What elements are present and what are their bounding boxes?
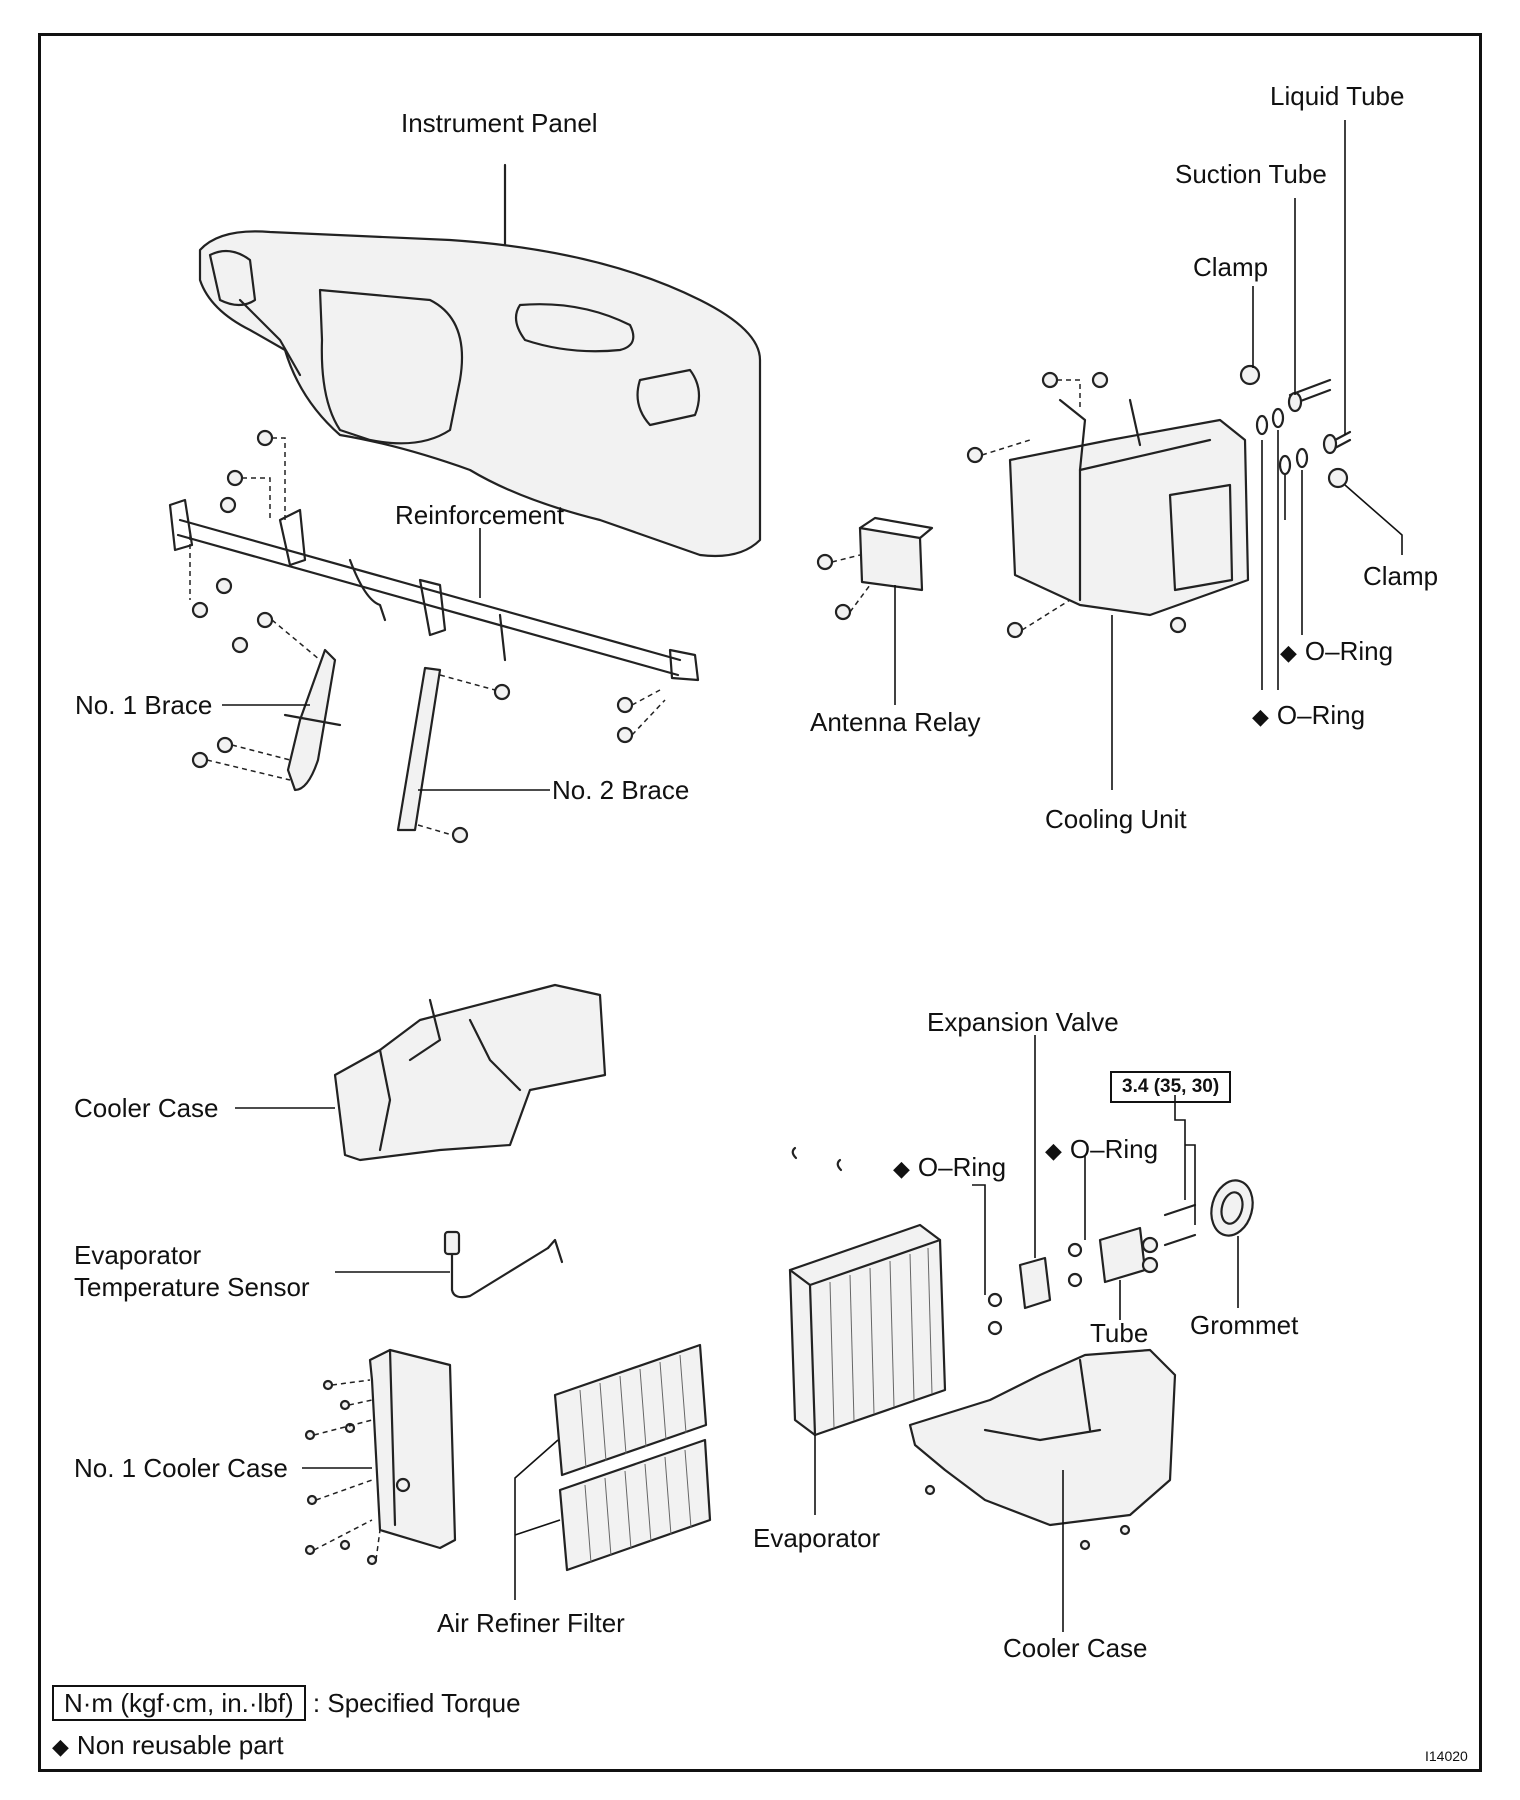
label-antenna-relay: Antenna Relay [810, 707, 981, 737]
label-no2-brace: No. 2 Brace [552, 775, 690, 805]
torque-spec-box: 3.4 (35, 30) [1110, 1071, 1232, 1103]
non-reusable-diamond-icon: ◆ [52, 1734, 69, 1759]
tube-drawing [1098, 1095, 1197, 1320]
legend-torque-desc: : Specified Torque [312, 1688, 521, 1718]
label-cooler-case-upper: Cooler Case [74, 1093, 219, 1123]
instrument-panel-drawing [198, 163, 762, 558]
o-ring-c-text: O–Ring [917, 1152, 1007, 1182]
legend-non-reusable-desc: Non reusable part [76, 1730, 284, 1760]
cooler-case-upper-drawing [235, 983, 607, 1162]
label-expansion-valve: Expansion Valve [927, 1007, 1119, 1037]
evaporator-drawing [788, 1223, 947, 1515]
o-ring-d-text: O–Ring [1069, 1134, 1159, 1164]
no1-cooler-case-drawing [302, 1348, 457, 1566]
label-o-ring-b: ◆ O–Ring [1252, 700, 1365, 732]
legend-torque: N·m (kgf·cm, in.·lbf) : Specified Torque [52, 1685, 521, 1721]
label-liquid-tube: Liquid Tube [1270, 81, 1405, 111]
no2-brace-drawing [396, 666, 550, 844]
legend-non-reusable: ◆ Non reusable part [52, 1730, 284, 1762]
label-evaporator: Evaporator [753, 1523, 881, 1553]
label-tube: Tube [1090, 1318, 1149, 1348]
label-reinforcement: Reinforcement [395, 500, 565, 530]
label-air-refiner-filter: Air Refiner Filter [437, 1608, 625, 1638]
label-suction-tube: Suction Tube [1175, 159, 1327, 189]
label-instrument-panel: Instrument Panel [401, 108, 598, 138]
label-o-ring-a: ◆ O–Ring [1280, 636, 1393, 668]
non-reusable-diamond-icon: ◆ [1280, 640, 1297, 665]
non-reusable-diamond-icon: ◆ [1252, 704, 1269, 729]
o-ring-a-text: O–Ring [1304, 636, 1394, 666]
label-evap-sensor-line2: Temperature Sensor [74, 1272, 310, 1302]
figure-code: I14020 [1425, 1748, 1468, 1764]
label-clamp-lower: Clamp [1363, 561, 1439, 591]
label-clamp-upper: Clamp [1193, 252, 1269, 282]
non-reusable-diamond-icon: ◆ [893, 1156, 910, 1181]
cooling-unit-drawing [966, 120, 1403, 790]
reinforcement-drawing [168, 429, 700, 744]
label-grommet: Grommet [1190, 1310, 1299, 1340]
o-ring-b-text: O–Ring [1276, 700, 1366, 730]
air-refiner-filter-drawing [514, 1343, 712, 1600]
label-cooling-unit: Cooling Unit [1045, 804, 1187, 834]
evaporator-temperature-sensor-drawing [335, 1230, 564, 1299]
label-cooler-case-lower: Cooler Case [1003, 1633, 1148, 1663]
diagram-frame [38, 33, 1482, 1772]
no1-brace-drawing [191, 619, 342, 792]
expansion-valve-drawing [791, 1035, 1086, 1336]
grommet-drawing [1210, 1179, 1254, 1308]
label-no1-brace: No. 1 Brace [75, 690, 213, 720]
cooler-case-lower-drawing [908, 1348, 1177, 1632]
label-no1-cooler-case: No. 1 Cooler Case [74, 1453, 288, 1483]
label-evap-sensor-line1: Evaporator [74, 1240, 202, 1270]
antenna-relay-drawing [816, 516, 934, 705]
label-o-ring-d: ◆ O–Ring [1045, 1134, 1158, 1166]
label-o-ring-c: ◆ O–Ring [893, 1152, 1006, 1184]
legend-torque-unit-box: N·m (kgf·cm, in.·lbf) [52, 1685, 306, 1721]
non-reusable-diamond-icon: ◆ [1045, 1138, 1062, 1163]
